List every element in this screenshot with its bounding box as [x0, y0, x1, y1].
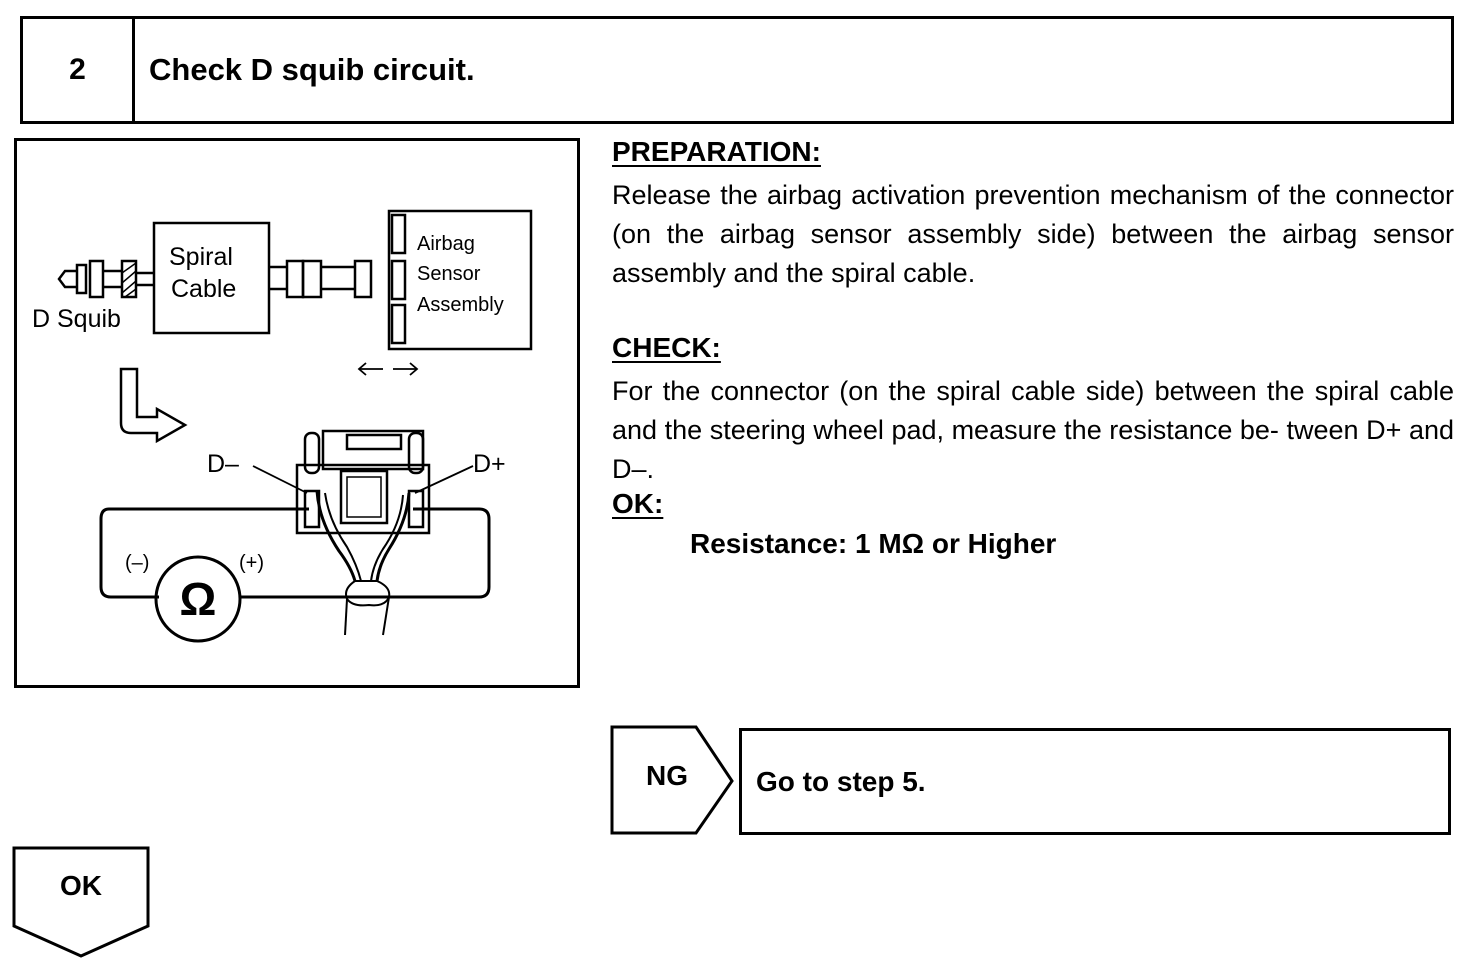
ohm-symbol: Ω	[180, 573, 217, 625]
airbag-label-3: Assembly	[417, 294, 504, 316]
ng-action-box[interactable]: Go to step 5.	[739, 728, 1451, 835]
spiral-cable-label-2: Cable	[171, 275, 236, 303]
check-text: For the connector (on the spiral cable s…	[612, 376, 1454, 484]
hatched-connector-icon	[120, 259, 138, 299]
circuit-diagram-svg: Spiral Cable D Squib D– D+ Airbag Sensor…	[32, 209, 533, 643]
ok-label[interactable]: OK	[60, 870, 102, 901]
step-number: 2	[23, 19, 135, 121]
preparation-text: Release the airbag activation prevention…	[612, 180, 1454, 288]
d-squib-connector-icon	[57, 269, 77, 289]
airbag-sensor-assembly-box	[387, 209, 533, 351]
d-plus-label: D+	[473, 450, 506, 478]
airbag-label-2: Sensor	[417, 263, 481, 285]
d-squib-plug-icon	[75, 263, 88, 295]
spiral-cable-box	[152, 221, 271, 335]
ok-arrow-shape[interactable]	[12, 846, 152, 960]
step-header: 2 Check D squib circuit.	[20, 16, 1454, 124]
check-heading: CHECK:	[612, 332, 721, 363]
step-title: Check D squib circuit.	[149, 52, 475, 87]
bent-arrow-icon	[119, 367, 188, 444]
preparation-heading: PREPARATION:	[612, 136, 821, 167]
circuit-diagram: Spiral Cable D Squib D– D+ Airbag Sensor…	[14, 138, 580, 688]
ng-label[interactable]: NG	[646, 760, 688, 791]
ohmmeter-icon	[154, 555, 242, 643]
spiral-cable-label-1: Spiral	[169, 243, 233, 271]
ng-arrow-shape[interactable]	[610, 725, 738, 837]
d-minus-label: D–	[207, 450, 239, 478]
meter-negative-label: (–)	[125, 552, 149, 574]
airbag-label-1: Airbag	[417, 233, 475, 255]
meter-lead-negative	[99, 507, 309, 599]
ng-action-text: Go to step 5.	[756, 765, 926, 797]
resistance-spec: Resistance: 1 MΩ or Higher	[690, 528, 1057, 559]
ok-heading: OK:	[612, 488, 664, 519]
meter-lead-positive	[239, 507, 491, 599]
meter-positive-label: (+)	[239, 552, 264, 574]
d-squib-label: D Squib	[32, 305, 121, 333]
